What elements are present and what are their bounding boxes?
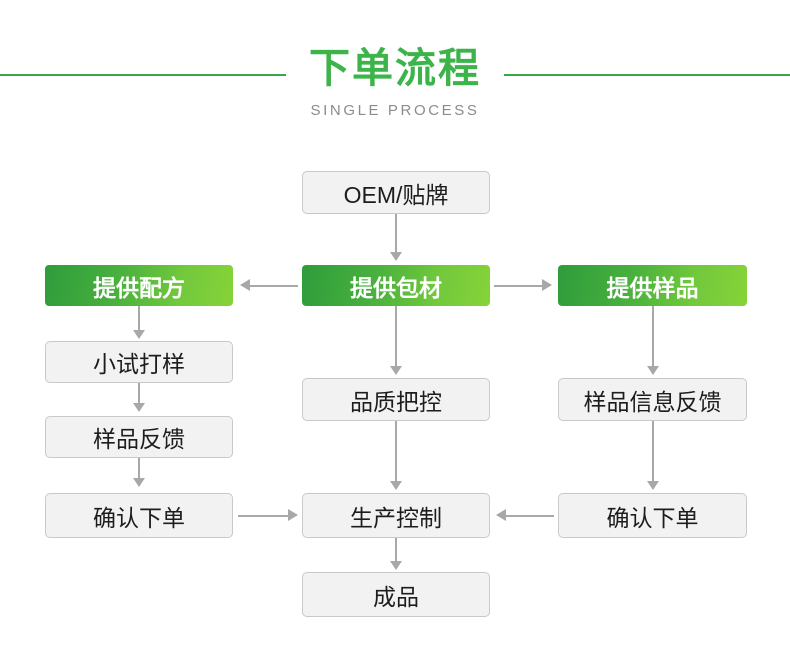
node-provide-packaging: 提供包材: [302, 265, 490, 306]
connector-start-to-packaging: [395, 214, 397, 256]
arrowhead-down-icon: [390, 481, 402, 490]
node-quality-control: 品质把控: [302, 378, 490, 421]
node-confirm-order-right: 确认下单: [558, 493, 747, 538]
connector-trial-to-feedback: [138, 383, 140, 405]
connector-sample-info-to-confirm: [652, 421, 654, 483]
page-subtitle: SINGLE PROCESS: [310, 102, 480, 119]
node-production-control: 生产控制: [302, 493, 490, 538]
connector-confirm-left-to-production: [238, 515, 288, 517]
arrowhead-down-icon: [133, 330, 145, 339]
connector-formula-to-trial: [138, 306, 140, 333]
node-trial-sample: 小试打样: [45, 341, 233, 383]
arrowhead-down-icon: [133, 478, 145, 487]
node-oem-label: OEM/贴牌: [302, 171, 490, 214]
connector-packaging-to-quality: [395, 306, 397, 368]
node-provide-formula: 提供配方: [45, 265, 233, 306]
arrowhead-left-icon: [496, 509, 506, 521]
connector-production-to-product: [395, 538, 397, 563]
arrowhead-down-icon: [133, 403, 145, 412]
node-sample-feedback: 样品反馈: [45, 416, 233, 458]
arrowhead-down-icon: [647, 481, 659, 490]
connector-confirm-right-to-production: [506, 515, 554, 517]
page-title: 下单流程: [309, 45, 481, 91]
connector-quality-to-production: [395, 421, 397, 483]
arrowhead-right-icon: [288, 509, 298, 521]
node-provide-sample: 提供样品: [558, 265, 747, 306]
arrowhead-down-icon: [390, 366, 402, 375]
arrowhead-down-icon: [390, 561, 402, 570]
arrowhead-down-icon: [647, 366, 659, 375]
header-rule-left: [0, 74, 286, 76]
node-sample-info-feedback: 样品信息反馈: [558, 378, 747, 421]
node-finished-product: 成品: [302, 572, 490, 617]
arrowhead-right-icon: [542, 279, 552, 291]
node-confirm-order-left: 确认下单: [45, 493, 233, 538]
connector-sample-to-sample-info: [652, 306, 654, 368]
connector-packaging-to-formula: [250, 285, 298, 287]
arrowhead-left-icon: [240, 279, 250, 291]
connector-packaging-to-sample: [494, 285, 542, 287]
arrowhead-down-icon: [390, 252, 402, 261]
connector-feedback-to-confirm: [138, 458, 140, 480]
header-rule-right: [504, 74, 790, 76]
